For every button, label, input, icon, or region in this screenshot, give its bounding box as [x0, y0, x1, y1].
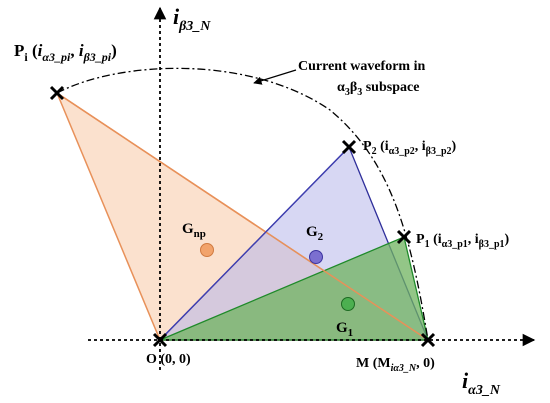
point-o-label: O (0, 0) — [146, 352, 191, 367]
centroid-g2-dot — [309, 250, 323, 264]
point-p2-label: P2 (iα3_p2, iβ3_p2) — [363, 139, 457, 157]
centroid-gnp-dot — [200, 243, 214, 257]
point-p1-label: P1 (iα3_p1, iβ3_p1) — [416, 232, 510, 250]
centroid-g1-label: G1 — [336, 320, 353, 339]
cross-marker-m — [420, 332, 436, 348]
y-axis-label: iβ3_N — [173, 4, 211, 34]
caption-pointer — [253, 69, 297, 85]
point-pi-label: Pi (iα3_pi, iβ3_pi) — [14, 41, 117, 64]
x-axis-label: iα3_N — [462, 368, 501, 398]
line-o-p2 — [159, 146, 350, 341]
cross-marker-p2 — [341, 139, 357, 155]
current-waveform-arc — [56, 67, 429, 341]
point-m-label: M (Miα3_N, 0) — [356, 356, 435, 374]
cross-marker-o — [152, 332, 168, 348]
centroid-gnp-label: Gnp — [182, 221, 206, 240]
caption-line-2: α3β3 subspace — [337, 80, 419, 98]
cross-marker-pi — [49, 85, 65, 101]
centroid-g2-label: G2 — [306, 224, 324, 243]
caption-line-1: Current waveform in — [298, 59, 425, 74]
line-pi-m — [56, 92, 429, 341]
cross-marker-p1 — [396, 229, 412, 245]
centroid-g1-dot — [341, 297, 355, 311]
